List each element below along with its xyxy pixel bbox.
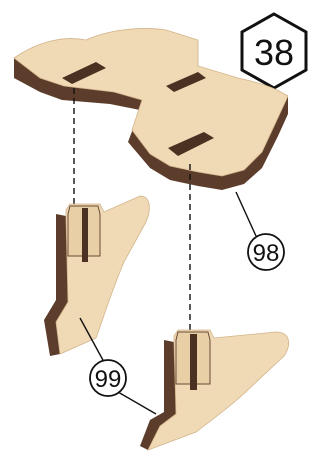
callout-98-leader xyxy=(236,192,256,236)
callout-98: 98 xyxy=(236,192,284,270)
step-number: 38 xyxy=(254,32,294,73)
part-99-foot-lower xyxy=(140,330,289,450)
part-99-foot-upper xyxy=(44,196,149,356)
callout-98-label: 98 xyxy=(253,240,280,267)
foot-lower-slot xyxy=(190,334,197,390)
callout-99-label: 99 xyxy=(95,366,122,393)
callout-99-leader-lower xyxy=(118,392,156,414)
foot-upper-slot xyxy=(82,208,88,262)
step-badge: 38 xyxy=(242,14,306,88)
